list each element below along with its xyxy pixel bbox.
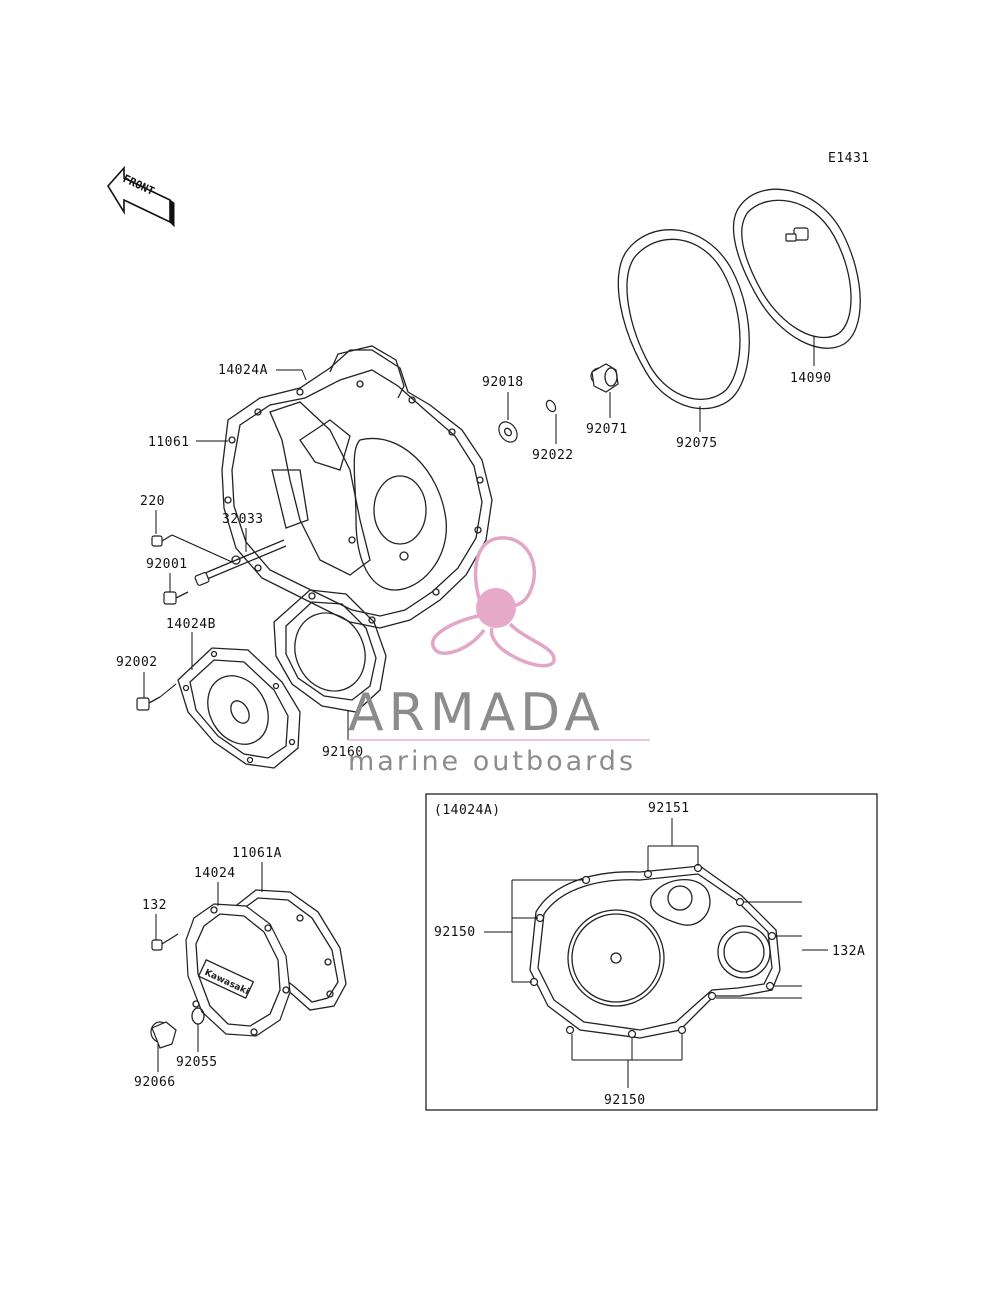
label-32033: 32033 — [222, 512, 264, 527]
gasket-ring-92075 — [617, 229, 750, 410]
bolt-92002 — [136, 696, 161, 711]
label-14024A: 14024A — [218, 363, 268, 378]
cover-14024: Kawasaki — [185, 903, 291, 1037]
label-14090: 14090 — [790, 371, 832, 386]
rod-32033 — [194, 539, 287, 586]
label-92075: 92075 — [676, 436, 718, 451]
label-92001: 92001 — [146, 557, 188, 572]
propeller-logo-icon — [430, 536, 556, 668]
label-92018: 92018 — [482, 375, 524, 390]
watermark-title: ARMADA — [348, 683, 605, 743]
label-92150-bottom: 92150 — [604, 1093, 646, 1108]
cover-14024B — [177, 647, 301, 769]
label-92150-left: 92150 — [434, 925, 476, 940]
oring-92055 — [191, 1007, 205, 1025]
armada-watermark: ARMADA marine outboards — [348, 536, 650, 777]
label-92160: 92160 — [322, 745, 364, 760]
label-132: 132 — [142, 898, 167, 913]
label-220: 220 — [140, 494, 165, 509]
label-92002: 92002 — [116, 655, 158, 670]
plug-92066 — [150, 1021, 177, 1049]
inset-detail-box: (14024A) 92151 92150 — [425, 793, 878, 1111]
bolt-132 — [151, 933, 179, 951]
clutch-cover-11061 — [221, 345, 493, 629]
bolt-92001 — [163, 591, 189, 605]
label-92151: 92151 — [648, 801, 690, 816]
label-11061: 11061 — [148, 435, 190, 450]
front-arrow-icon: FRONT — [107, 165, 175, 228]
label-14024B: 14024B — [166, 617, 216, 632]
plug-92071 — [590, 363, 619, 393]
label-132A: 132A — [832, 944, 865, 959]
label-92022: 92022 — [532, 448, 574, 463]
cover-14090 — [733, 188, 861, 349]
label-92071: 92071 — [586, 422, 628, 437]
label-11061A: 11061A — [232, 846, 282, 861]
bolt-220 — [151, 534, 173, 547]
washer-92022 — [545, 399, 557, 413]
cover-92160 — [273, 589, 387, 713]
label-92055: 92055 — [176, 1055, 218, 1070]
label-92066: 92066 — [134, 1075, 176, 1090]
diagram-code: E1431 — [828, 151, 870, 166]
label-14024: 14024 — [194, 866, 236, 881]
watermark-subtitle: marine outboards — [348, 746, 636, 777]
washer-92018 — [498, 421, 518, 443]
inset-title: (14024A) — [434, 803, 501, 818]
